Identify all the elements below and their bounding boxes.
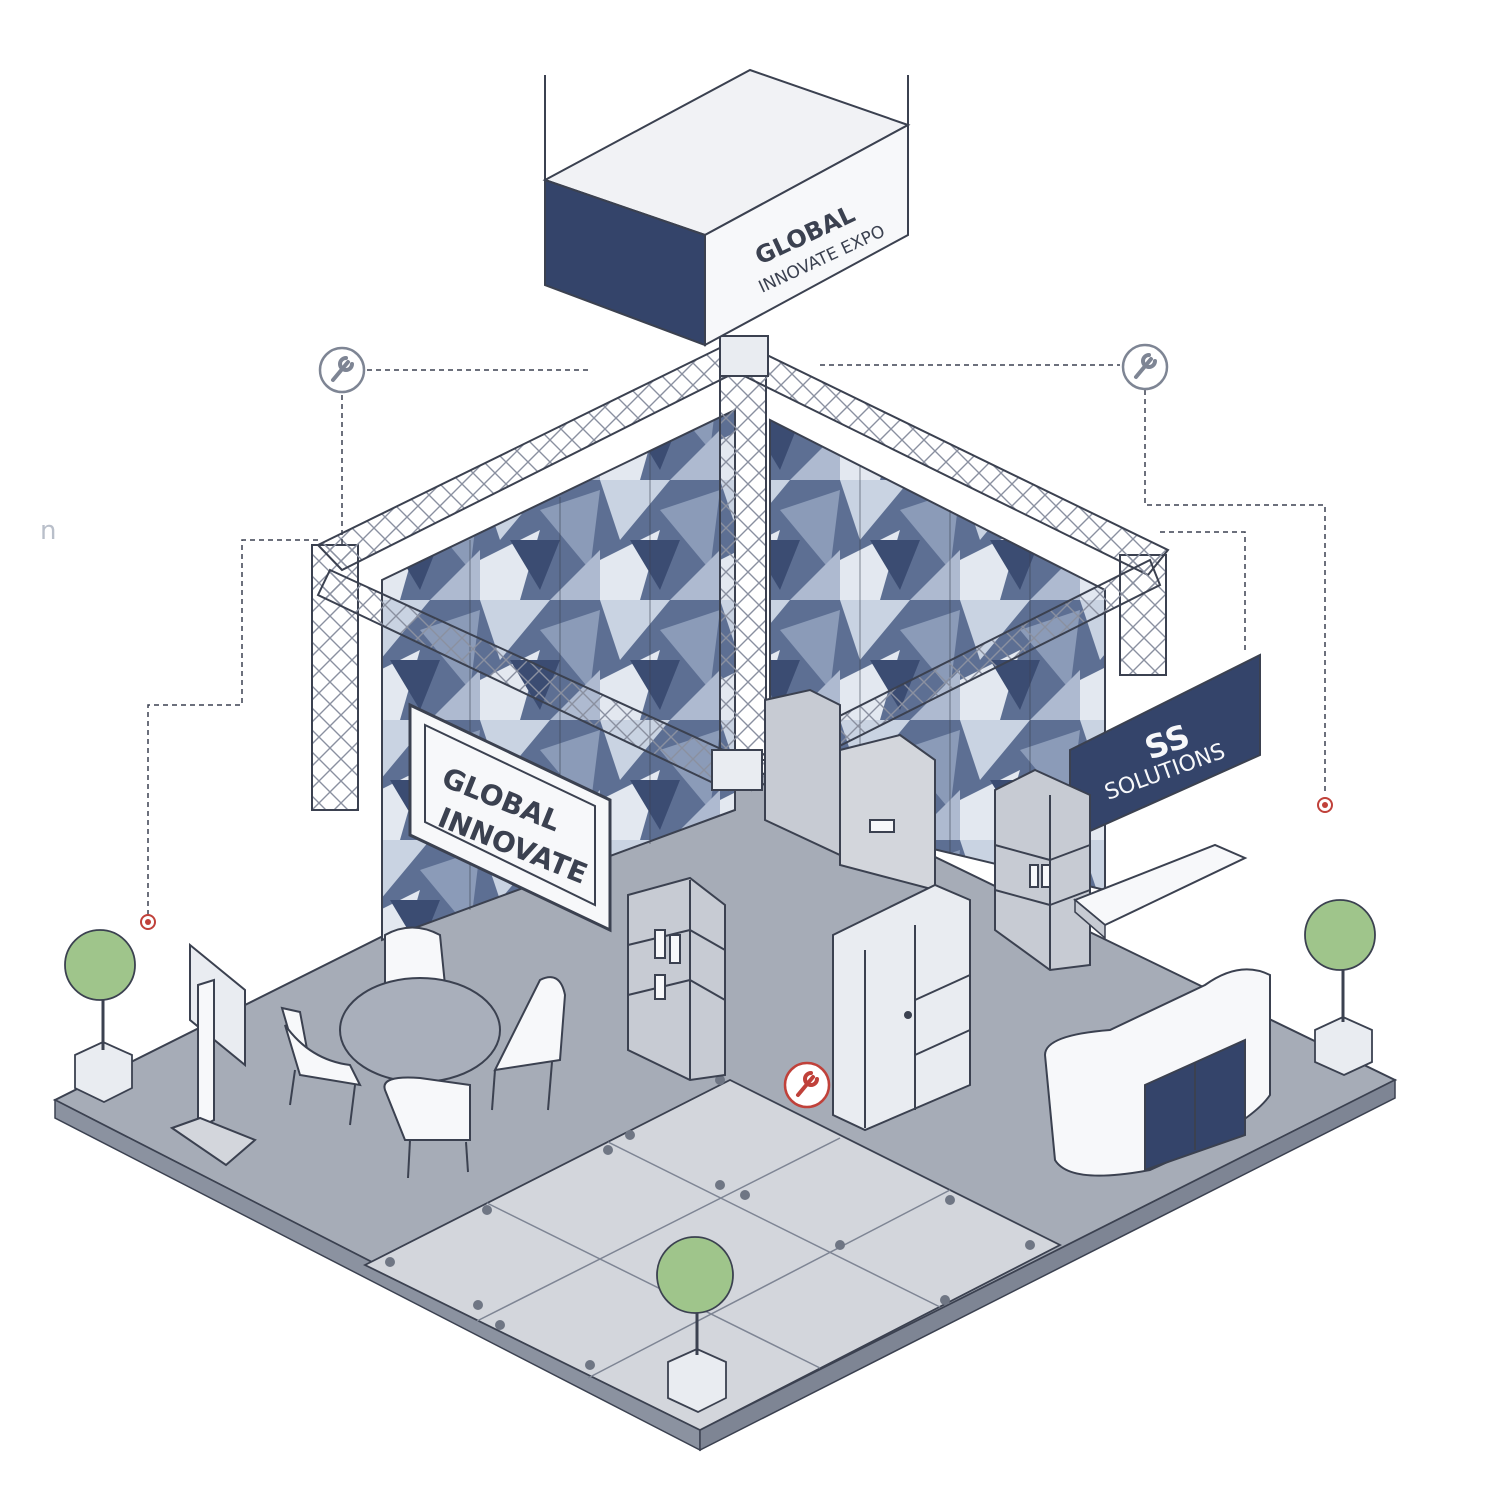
tile-grid — [476, 1137, 951, 1379]
display-shelf-right — [994, 768, 1091, 972]
wrench-icon[interactable] — [1121, 343, 1169, 391]
wrench-icon[interactable] — [783, 1061, 831, 1109]
side-counter — [1073, 843, 1248, 940]
plant-front — [656, 1236, 734, 1413]
meeting-table-set — [280, 926, 567, 1179]
info-kiosk — [169, 942, 257, 1167]
tile-bolts — [385, 1075, 1035, 1370]
plant-left — [64, 929, 136, 1104]
hanging-sign: GLOBAL INNOVATE EXPO — [542, 68, 911, 347]
wall-sign-global-innovate: GLOBAL INNOVATE — [408, 702, 612, 933]
storage-cabinet — [832, 883, 971, 1132]
power-point-icon — [140, 914, 156, 930]
truss-frame — [311, 335, 1170, 811]
stray-glyph: n — [40, 516, 57, 546]
brand-sign-ss-solutions: SS SOLUTIONS — [1069, 653, 1261, 842]
wrench-icon[interactable] — [318, 346, 366, 394]
display-shelf-center — [627, 876, 726, 1082]
round-table — [339, 977, 501, 1083]
callout-lines — [147, 364, 1326, 915]
reception-desk — [1043, 968, 1271, 1177]
floor-edge-right — [699, 1078, 1396, 1452]
display-cases-back — [764, 688, 936, 892]
power-point-icon — [1317, 797, 1333, 813]
hanging-sign-face — [704, 123, 909, 347]
plant-right — [1304, 899, 1376, 1076]
truss-post-center — [719, 359, 767, 761]
